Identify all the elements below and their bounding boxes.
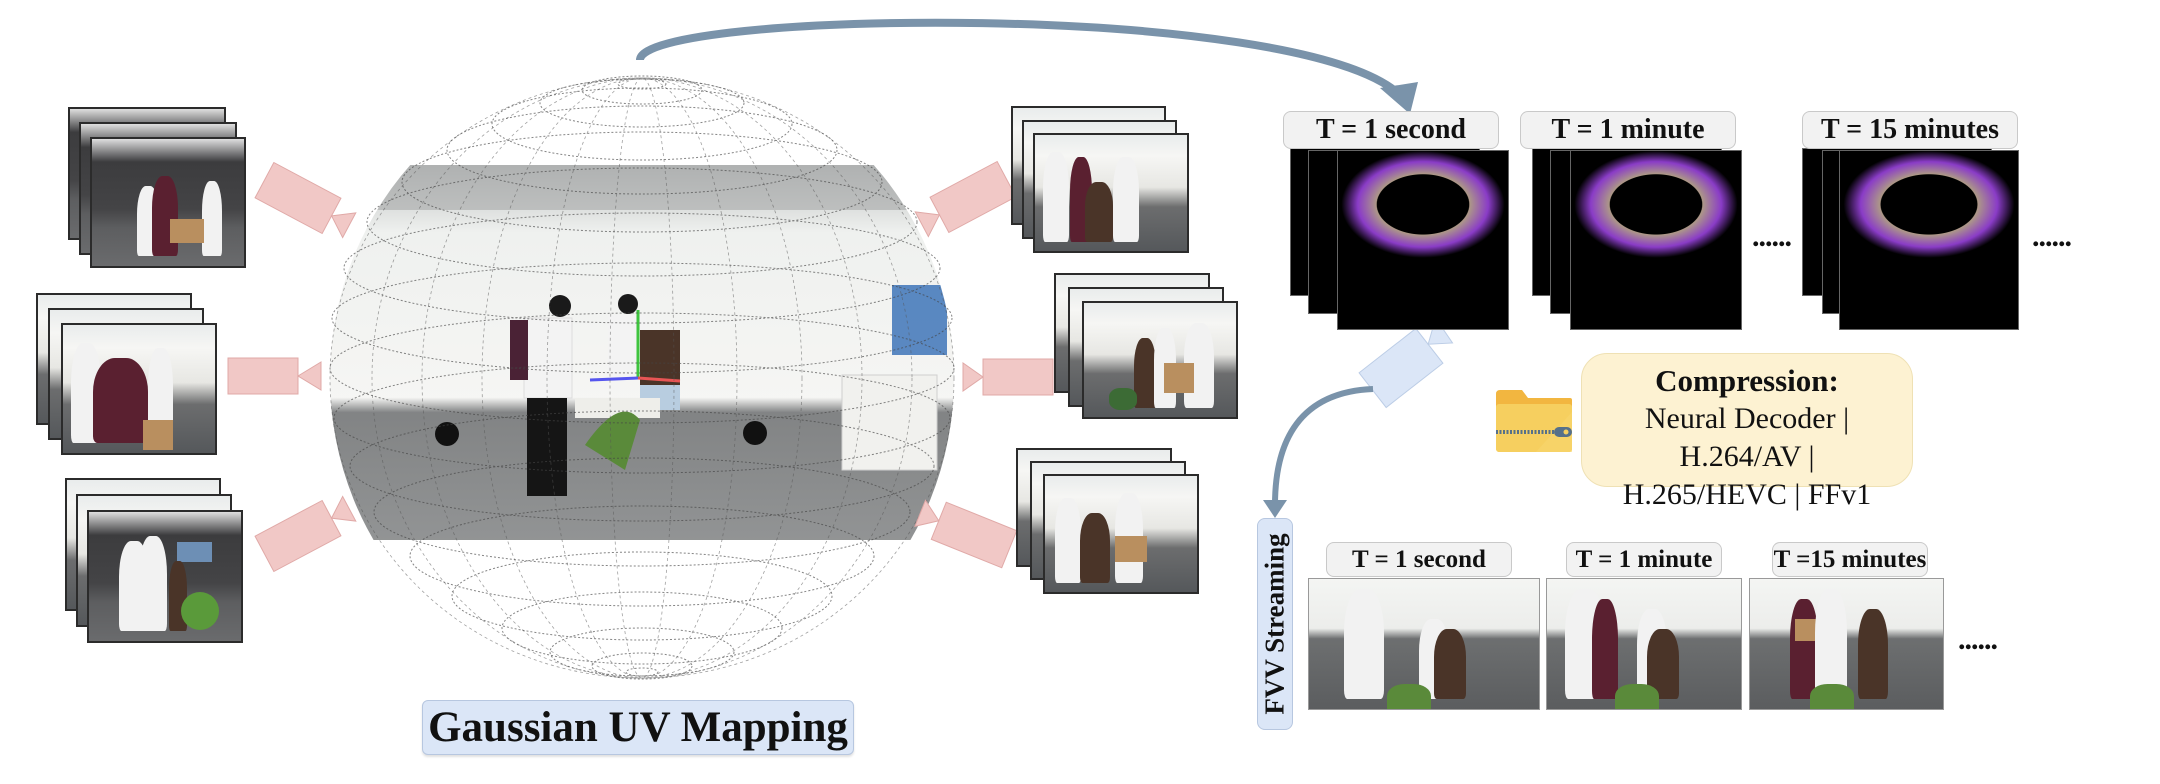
stream-frame-image	[1749, 578, 1944, 710]
ellipsis: ......	[1958, 623, 1998, 656]
compression-codecs-line2: H.265/HEVC | FFv1	[1622, 478, 1872, 511]
sphere-grid	[329, 75, 955, 680]
uv-frame-label: T = 15 minutes	[1802, 111, 2018, 149]
compression-box: Compression: Neural Decoder | H.264/AV |…	[1581, 353, 1913, 511]
camera-icon	[962, 358, 1054, 396]
stream-frame-label: T =15 minutes	[1772, 542, 1928, 577]
camera-view-left-middle	[61, 323, 217, 455]
stream-frame-image	[1308, 578, 1540, 710]
gaussian-uv-mapping-label: Gaussian UV Mapping	[422, 700, 854, 755]
camera-view-left-top	[90, 137, 246, 268]
camera-view-left-bottom	[87, 510, 243, 643]
ellipsis: ......	[1752, 220, 1792, 253]
mapping-arrowhead	[1380, 82, 1418, 114]
compression-codecs-line1: Neural Decoder | H.264/AV |	[1644, 402, 1850, 473]
camera-view-right-middle	[1082, 301, 1238, 419]
person-legs	[527, 398, 567, 496]
uv-frame-label: T = 1 minute	[1520, 111, 1736, 149]
mapping-arrow	[636, 18, 1403, 98]
gaussian-sphere	[329, 75, 955, 680]
fvv-streaming-text: FVV Streaming	[1259, 533, 1290, 715]
camera-icons-right	[914, 160, 1054, 569]
streaming-arrowhead	[1263, 500, 1287, 518]
uv-frame-label: T = 1 second	[1283, 111, 1499, 149]
fvv-streaming-label: FVV Streaming	[1257, 518, 1293, 730]
ellipsis: ......	[2032, 220, 2072, 253]
camera-icon	[254, 495, 357, 573]
camera-icons-left	[227, 161, 357, 573]
camera-icon	[914, 499, 1018, 569]
camera-view-right-top	[1033, 133, 1189, 253]
uv-texture-image	[1570, 150, 1742, 330]
camera-icon	[254, 161, 357, 239]
camera-view-right-bottom	[1043, 474, 1199, 594]
uv-texture-image	[1337, 150, 1509, 330]
camera-icon	[914, 160, 1017, 238]
compression-title: Compression:	[1655, 363, 1839, 398]
uv-texture-image	[1839, 150, 2019, 330]
zip-folder-icon	[1496, 390, 1572, 452]
stream-frame-image	[1546, 578, 1742, 710]
stream-frame-label: T = 1 second	[1326, 542, 1512, 577]
stream-frame-label: T = 1 minute	[1566, 542, 1722, 577]
streaming-arrow	[1272, 386, 1374, 506]
camera-icon	[227, 357, 322, 395]
